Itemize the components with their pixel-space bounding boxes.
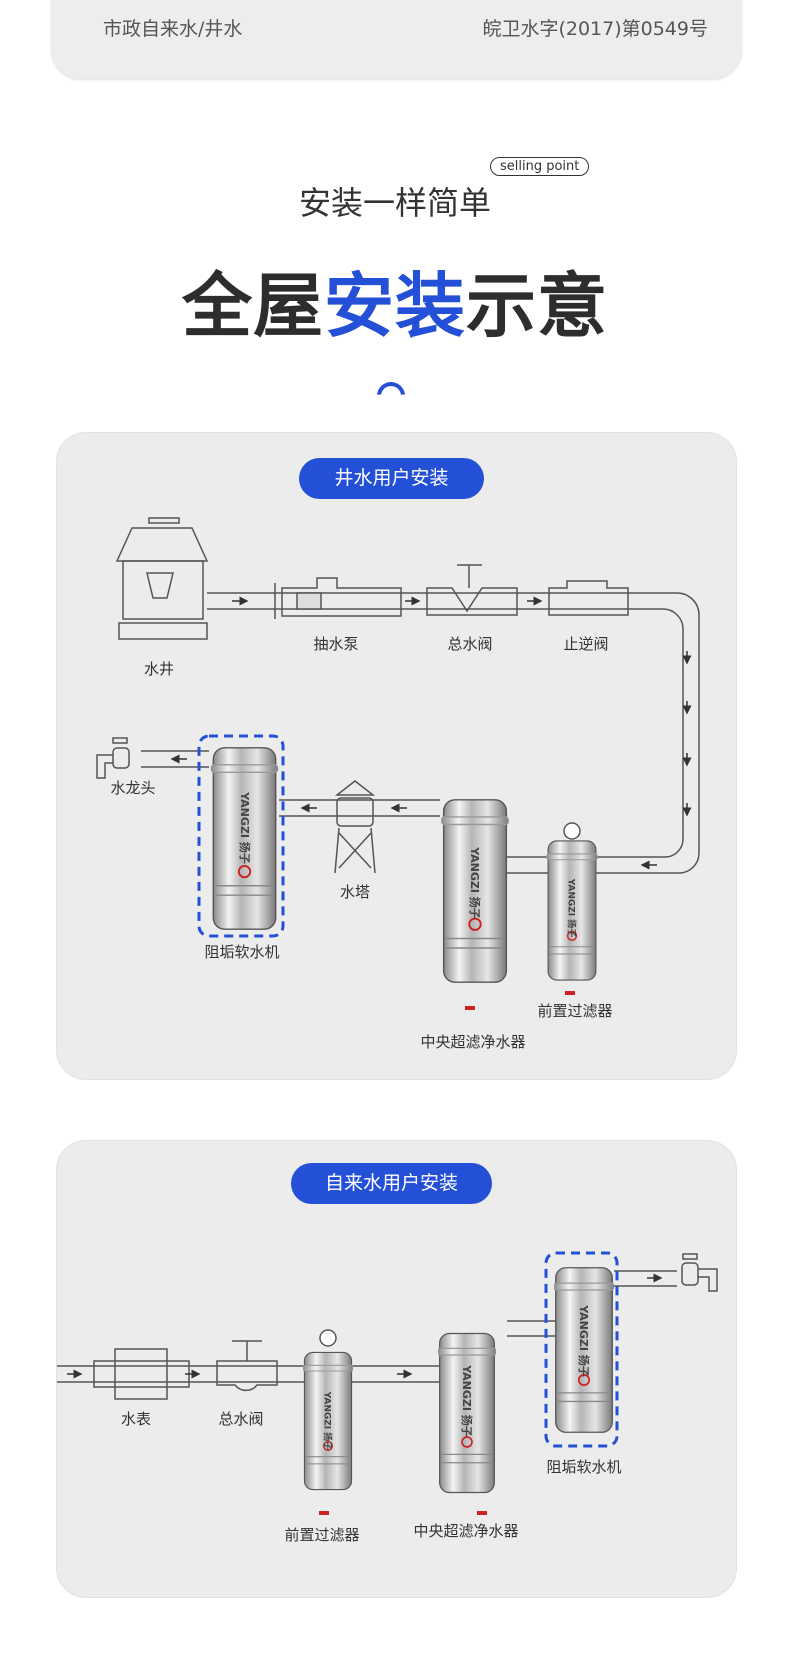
label-main-valve: 总水阀 — [447, 635, 493, 653]
faucet-icon — [96, 737, 130, 779]
water-tower-icon — [334, 780, 376, 874]
label-pump: 抽水泵 — [313, 635, 359, 653]
label-central-filter: 中央超滤净水器 — [420, 1033, 526, 1051]
top-spec-card: 市政自来水/井水 皖卫水字(2017)第0549号 — [51, 0, 742, 79]
label-tower: 水塔 — [339, 883, 371, 901]
brand-mark-prefilter: YANGZI 扬子 — [321, 1391, 332, 1451]
selling-point-badge: selling point — [490, 157, 590, 176]
label-water-meter: 水表 — [120, 1410, 152, 1428]
flow-arrows — [170, 596, 692, 870]
brand-mark-central-filter: YANGZI 扬子 — [460, 1365, 473, 1437]
title-highlight: 安装 — [324, 265, 466, 347]
label-check-valve: 止逆阀 — [563, 635, 609, 653]
water-source-text: 市政自来水/井水 — [103, 18, 243, 40]
label-faucet: 水龙头 — [110, 779, 156, 797]
brand-mark-softener: YANGZI 扬子 — [577, 1305, 590, 1377]
softener-highlight-box — [197, 734, 285, 938]
flow-arrows — [67, 1273, 663, 1379]
pressure-gauge-icon — [319, 1329, 337, 1347]
label-softener: 阻垢软水机 — [546, 1458, 622, 1476]
arc-decoration — [377, 382, 405, 395]
pump-icon — [274, 577, 402, 619]
check-valve-icon — [548, 580, 629, 616]
faucet-icon — [681, 1253, 718, 1292]
tap-water-pill: 自来水用户安装 — [291, 1163, 492, 1204]
well-water-pill: 井水用户安装 — [299, 458, 484, 499]
label-main-valve: 总水阀 — [218, 1410, 264, 1428]
main-valve-icon — [216, 1340, 278, 1392]
well-water-diagram — [96, 517, 700, 1010]
brand-mark-softener: YANGZI 扬子 — [238, 792, 251, 864]
pipe-main — [57, 1270, 677, 1383]
label-well: 水井 — [143, 660, 175, 678]
pipe-main — [207, 592, 700, 874]
license-text: 皖卫水字(2017)第0549号 — [482, 18, 708, 40]
label-prefilter: 前置过滤器 — [284, 1526, 360, 1544]
brand-mark-prefilter: YANGZI 扬子 — [565, 878, 576, 938]
well-water-install-card: 井水用户安装 YANGZI 扬子 YANGZI 扬子 YANGZI 扬子 水井 … — [56, 432, 737, 1080]
main-valve-icon — [426, 564, 518, 616]
pipe-lower — [141, 750, 440, 817]
title-part: 全屋 — [182, 265, 324, 347]
well-icon — [115, 517, 209, 640]
drain-valve-icon — [465, 991, 575, 1010]
label-prefilter: 前置过滤器 — [537, 1002, 613, 1020]
label-central-filter: 中央超滤净水器 — [413, 1522, 519, 1540]
title-part: 示意 — [466, 265, 608, 347]
section-subtitle: 安装一样简单 — [298, 184, 491, 222]
water-meter-icon — [93, 1348, 190, 1400]
pressure-gauge-icon — [563, 822, 581, 840]
tap-water-diagram — [57, 1251, 718, 1515]
brand-mark-central-filter: YANGZI 扬子 — [468, 847, 481, 919]
label-softener: 阻垢软水机 — [204, 943, 280, 961]
softener-highlight-box — [544, 1251, 619, 1448]
page-title: 全屋安装示意 — [0, 250, 790, 351]
tap-water-install-card: 自来水用户安装 YANGZI 扬子 YANGZI 扬子 YANGZI 扬子 水表… — [56, 1140, 737, 1598]
